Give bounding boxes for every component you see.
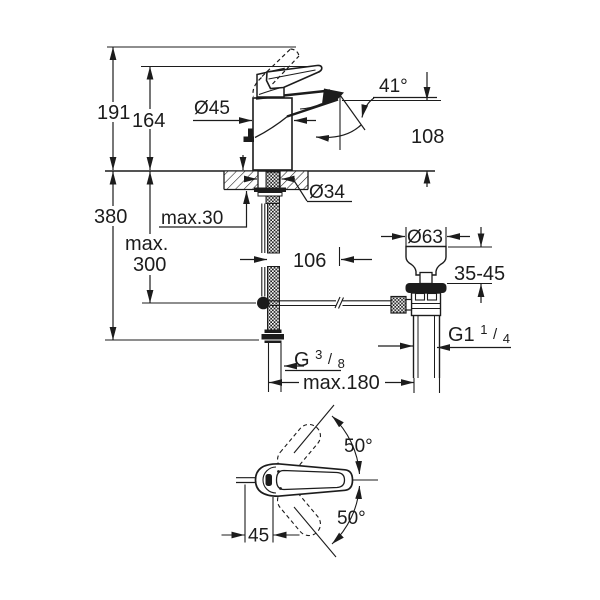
lever-logo-mark [265,474,272,486]
dim-hole-diameter: Ø34 [309,182,345,203]
pop-up-waste [390,245,447,378]
dim-waste-diameter: Ø63 [407,227,443,248]
dim-under-counter: 380 [94,206,127,228]
dim-height-to-lever: 164 [132,110,165,132]
rod-ball-joint [257,296,270,310]
dim-hose-span: max.180 [303,372,380,394]
dim-height-total: 191 [97,102,130,124]
dim-spout-height: 108 [411,126,444,148]
waste-thread-den: 4 [503,331,510,346]
dim-spout-angle: 41° [379,76,408,97]
mounting-washer [257,192,283,197]
dim-max-line1: max. [125,233,168,255]
waste-flange [405,283,447,293]
lever-stem [236,477,257,484]
swing-angle-arcs [331,415,378,545]
dimension-labels: 191 164 380 max. 300 max.30 Ø45 Ø34 41° … [94,76,510,547]
dim-spout-reach: 106 [293,250,326,272]
label-masks [92,102,385,392]
pull-rod [261,203,266,297]
faucet-side-view [243,48,344,171]
plug-stem [419,271,433,285]
deck-hatch-left [224,171,258,189]
waste-thread-base: G1 [448,324,475,346]
dim-swing-upper: 50° [344,436,373,457]
lever-raised-dashed [252,48,300,97]
flex-hose-upper [267,203,280,254]
lever-45-dimension [221,484,300,543]
waste-plug [405,245,447,276]
flex-hose-lower [267,266,280,331]
dim-body-diameter: Ø45 [194,98,230,119]
dim-supply-thread: G 3 / 8 [294,342,345,371]
dim-waste-thread: G1 1 / 4 [448,317,510,346]
rod-clamp-link [405,298,413,311]
waste-thread-num: 1 [480,322,487,337]
pop-up-knob [243,128,254,142]
hose-connection-nut [261,329,284,343]
dim-lever-reach: 45 [248,526,269,547]
rod-clamp-knob [390,295,407,314]
supply-thread-slash: / [328,351,333,368]
spout-tip [322,88,344,104]
faucet-body [252,97,293,171]
waste-thread-slash: / [493,326,498,343]
supply-thread-num: 3 [315,347,322,362]
aerator-line [299,102,323,110]
dim-mounting-range: 35-45 [454,263,505,285]
lever-top-view [221,404,378,558]
supply-thread-den: 8 [338,356,345,371]
supply-thread-base: G [294,349,310,371]
dim-swing-lower: 50° [337,508,366,529]
deck-hatch-right [280,171,308,189]
dim-max-line2: 300 [133,254,166,276]
dim-deck-thickness: max.30 [161,208,223,229]
shank-and-hoses [254,171,391,343]
mounting-nut [254,187,286,192]
linkage-rod [269,296,391,309]
